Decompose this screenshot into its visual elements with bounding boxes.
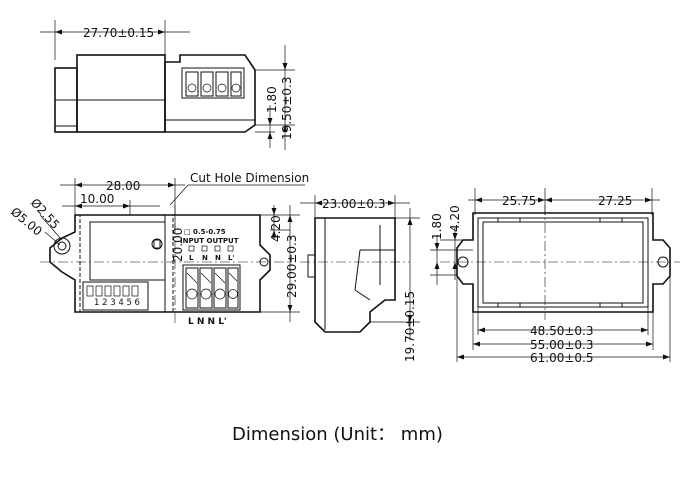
right-dim-180: 1.80 [430, 213, 444, 240]
terminal-letter: L [189, 254, 194, 262]
right-right-dim: 27.25 [598, 194, 632, 208]
front-height-dim: 29.00±0.3 [285, 235, 299, 299]
input-output-label: INPUT OUTPUT [180, 237, 239, 245]
right-mid-dim: 55.00±0.3 [530, 338, 594, 352]
front-width-dim: 28.00 [106, 179, 140, 193]
top-step-dim: 1.80 [265, 86, 279, 113]
top-width-dim: 27.70±0.15 [83, 26, 154, 40]
lnnl-caption: L N N L' [188, 317, 227, 327]
cut-hole-label: Cut Hole Dimension [190, 171, 309, 185]
front-center-dim: 20.00 [171, 228, 185, 262]
front-offset-dim: 10.00 [80, 192, 114, 206]
terminal-letters: L N N L' [188, 245, 235, 262]
wire-size-label: □ 0.5-0.75 [184, 228, 226, 236]
side-height-dim: 19.70±0.15 [403, 291, 417, 362]
right-inner-dim: 48.50±0.3 [530, 324, 594, 338]
terminal-letter: L' [228, 254, 235, 262]
front-side-dim: 4.20 [269, 215, 283, 242]
right-dim-420: 4.20 [448, 205, 462, 232]
side-width-dim: 23.00±0.3 [322, 197, 386, 211]
right-view: 25.75 27.25 1.80 4.20 [430, 188, 680, 365]
terminal-letter: N [215, 254, 221, 262]
front-view: 28.00 10.00 Cut Hole Dimension Ø2.55 Ø5.… [8, 171, 309, 325]
top-height-dim: 19.50±0.3 [280, 77, 294, 141]
switch-numbers: 1 2 3 4 5 6 [94, 298, 140, 308]
right-outer-dim: 61.00±0.5 [530, 351, 594, 365]
terminal-letter: N [202, 254, 208, 262]
top-view: 27.70±0.15 19.50±0.3 1.80 [40, 20, 295, 150]
side-view: 23.00±0.3 19.70±0.15 [300, 195, 420, 362]
right-left-dim: 25.75 [502, 194, 536, 208]
dimension-caption: Dimension (Unit： mm) [232, 424, 443, 445]
